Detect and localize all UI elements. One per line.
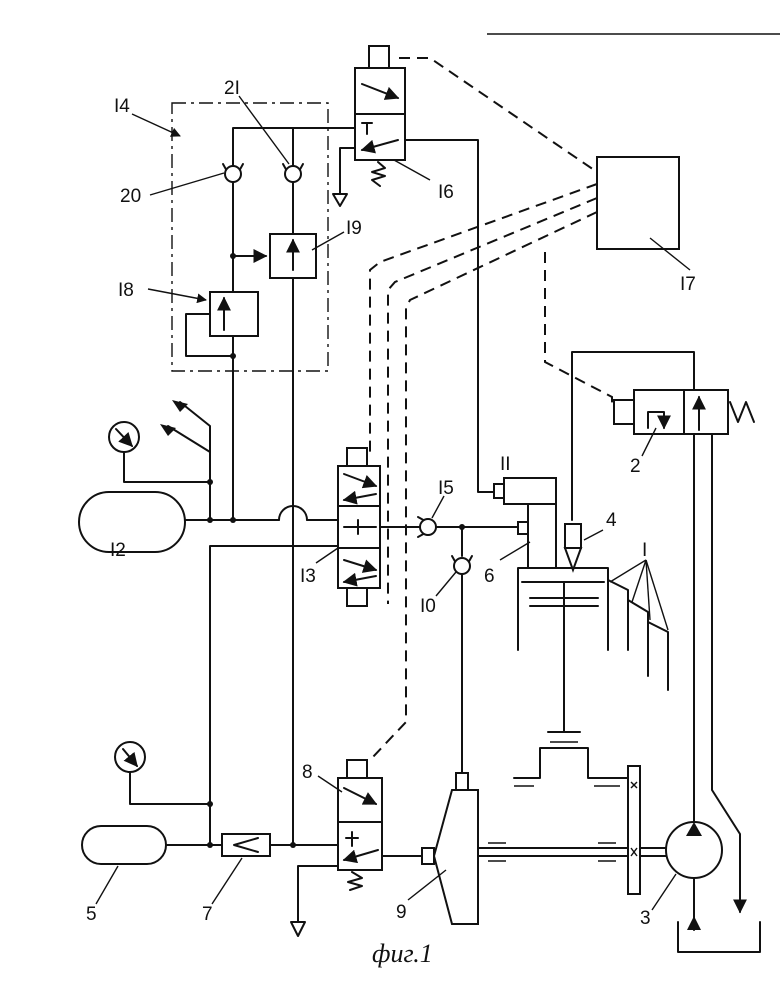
pump-3 (665, 821, 723, 879)
valve-11 (493, 477, 557, 505)
label-20: 20 (120, 186, 141, 207)
check-valve-10 (451, 555, 473, 575)
valve-8 (337, 759, 383, 891)
leader-14 (131, 113, 181, 137)
check-valve-21 (282, 163, 304, 183)
signal-17-2 (544, 252, 613, 408)
leader-8 (317, 775, 343, 793)
leader-10 (435, 571, 457, 597)
exhaust-8 (297, 865, 339, 923)
actuator-6 (517, 495, 557, 569)
valve-18 (185, 291, 259, 359)
line-2-to-tank (711, 433, 747, 914)
leader-20 (149, 172, 225, 196)
leader-19 (311, 231, 345, 251)
line-16-to-11 (404, 139, 495, 493)
tank (677, 921, 761, 953)
pressure-gauge-5 (114, 741, 146, 773)
signal-17-16 (399, 57, 598, 173)
label-13: I3 (300, 566, 316, 587)
valve-2 (613, 389, 755, 435)
line-2-to-4 (571, 351, 695, 521)
fuel-injector-4 (563, 523, 583, 573)
leader-4 (583, 529, 604, 541)
label-8: 8 (302, 762, 313, 783)
label-15: I5 (438, 478, 454, 499)
leader-16 (393, 159, 431, 181)
label-18: I8 (118, 280, 134, 301)
exhaust-16 (339, 147, 356, 195)
line-crossover (278, 505, 308, 521)
label-17: I7 (680, 274, 696, 295)
label-10: I0 (420, 596, 436, 617)
leader-18 (147, 288, 207, 304)
label-5: 5 (86, 904, 97, 925)
leader-2 (641, 427, 657, 457)
label-4: 4 (606, 510, 617, 531)
leader-21 (238, 95, 290, 165)
safety-valve-line (179, 401, 211, 521)
unit-14-frame (171, 102, 329, 372)
transmission (477, 741, 667, 895)
valve-16 (354, 45, 406, 187)
label-7: 7 (202, 904, 213, 925)
label-6: 6 (484, 566, 495, 587)
label-16: I6 (438, 182, 454, 203)
valve-19 (269, 233, 317, 279)
label-9: 9 (396, 902, 407, 923)
check-valve-20 (222, 163, 244, 183)
receiver-12 (78, 491, 186, 553)
label-21: 2I (224, 78, 240, 99)
leader-6 (499, 541, 531, 561)
label-19: I9 (346, 218, 362, 239)
label-12: I2 (110, 540, 126, 561)
figure-caption: фиг.1 (372, 939, 433, 968)
line-13-down (209, 545, 339, 846)
leader-17 (649, 237, 691, 271)
label-3: 3 (640, 908, 651, 929)
leader-15 (431, 495, 445, 519)
filter-7 (221, 833, 271, 857)
label-14: I4 (114, 96, 130, 117)
leader-13 (315, 547, 339, 564)
cylinder-1 (517, 567, 669, 733)
leader-3 (651, 873, 677, 911)
label-1: I (642, 540, 647, 561)
signal-17-13b (387, 197, 598, 604)
check-valve-15 (417, 516, 437, 538)
label-11: II (500, 454, 511, 475)
leader-5 (95, 865, 119, 905)
leader-1a (609, 559, 647, 583)
line-14-top (232, 127, 356, 167)
valve-13 (337, 447, 381, 607)
receiver-5 (81, 825, 167, 865)
leader-7 (211, 857, 243, 905)
motor-9 (421, 772, 479, 925)
leader-9 (407, 869, 447, 901)
pressure-gauge-12 (108, 421, 140, 453)
signal-17-13 (369, 183, 598, 456)
label-2: 2 (630, 456, 641, 477)
control-unit-17 (596, 156, 680, 250)
